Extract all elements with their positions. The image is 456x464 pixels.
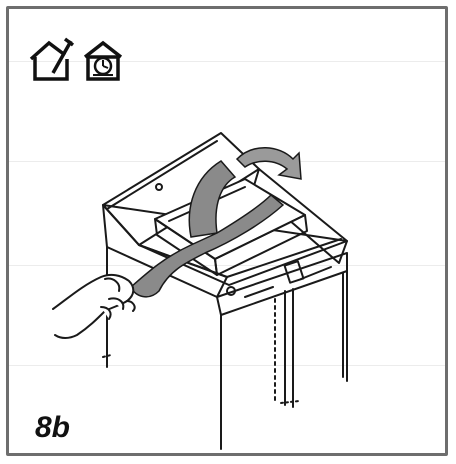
guide-line [9,365,445,366]
strap-lower [130,193,285,298]
hand-icon [52,273,136,339]
instruction-panel: 8b [6,6,448,456]
symbol-group [27,37,137,87]
guide-line [9,265,445,266]
guide-line [9,61,445,62]
rotate-arrow-icon [235,147,302,180]
house-clock-icon [83,40,123,81]
strap-upper [188,160,237,238]
step-label: 8b [35,411,71,444]
device-illustration [52,132,348,450]
house-install-icon [29,37,75,81]
